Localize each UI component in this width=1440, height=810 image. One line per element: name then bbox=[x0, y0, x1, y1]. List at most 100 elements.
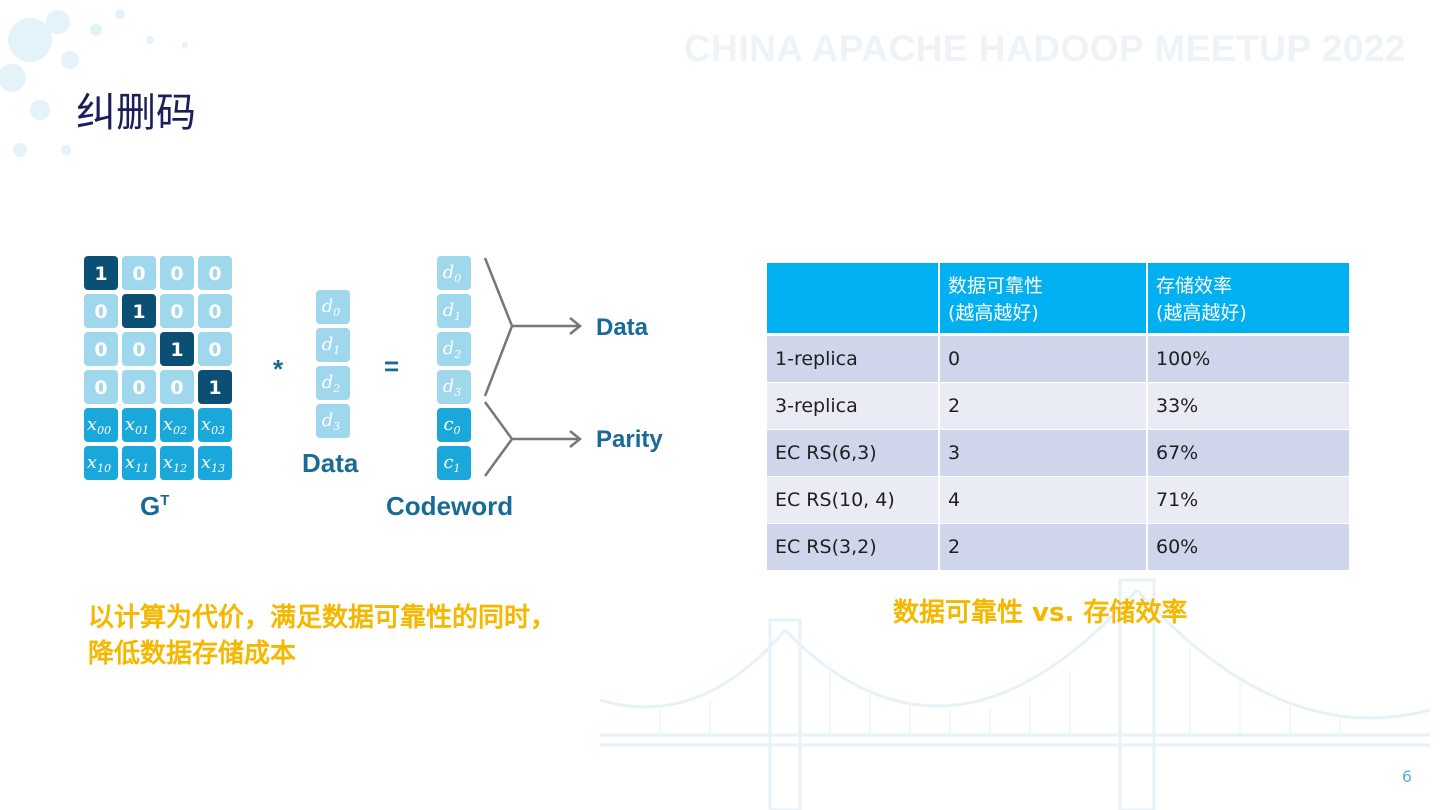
matrix-cell bbox=[84, 294, 118, 328]
codeword-value: c1 bbox=[443, 452, 460, 475]
header-line: 存储效率 bbox=[1156, 275, 1233, 297]
table-row: EC RS(3,2) 2 60% bbox=[767, 523, 1351, 571]
equals-sign: = bbox=[384, 351, 399, 381]
matrix-value: 1 bbox=[170, 339, 183, 361]
matrix-value: 0 bbox=[132, 339, 145, 361]
data-arrow-label: Data bbox=[596, 314, 649, 341]
data-arrow-head bbox=[569, 317, 583, 335]
summary-line: 降低数据存储成本 bbox=[88, 639, 297, 669]
header-line: 数据可靠性 bbox=[948, 275, 1044, 297]
data-value: d3 bbox=[322, 410, 341, 433]
summary-caption: 以计算为代价，满足数据可靠性的同时， 降低数据存储成本 bbox=[88, 600, 556, 672]
parity-bracket bbox=[483, 401, 514, 477]
table-cell: 71% bbox=[1147, 476, 1351, 524]
data-bracket bbox=[483, 257, 514, 397]
matrix-cell bbox=[84, 256, 118, 290]
codeword-parity-cell bbox=[437, 446, 471, 480]
matrix-parity-value: x12 bbox=[163, 452, 187, 475]
data-value: d0 bbox=[322, 296, 341, 319]
matrix-parity-value: x10 bbox=[87, 452, 111, 475]
codeword-data-cell bbox=[437, 370, 471, 404]
matrix-value: 0 bbox=[208, 301, 221, 323]
table-caption: 数据可靠性 vs. 存储效率 bbox=[893, 598, 1188, 628]
table-header-cell: 存储效率 (越高越好) bbox=[1147, 263, 1351, 336]
matrix-value: 0 bbox=[132, 263, 145, 285]
table-row: EC RS(10, 4) 4 71% bbox=[767, 476, 1351, 524]
table-header-cell: 数据可靠性 (越高越好) bbox=[939, 263, 1148, 336]
matrix-parity-cell bbox=[198, 408, 232, 442]
matrix-cell bbox=[198, 294, 232, 328]
matrix-parity-cell bbox=[84, 446, 118, 480]
matrix-cell bbox=[160, 332, 194, 366]
matrix-cell bbox=[160, 294, 194, 328]
slide-title: 纠删码 bbox=[76, 90, 196, 136]
codeword-data-cell bbox=[437, 256, 471, 290]
matrix-value: 0 bbox=[170, 263, 183, 285]
table-cell: 2 bbox=[939, 523, 1148, 571]
data-value: d1 bbox=[322, 334, 341, 357]
data-cell bbox=[316, 366, 350, 400]
matrix-cell bbox=[198, 332, 232, 366]
codeword-value: d3 bbox=[443, 376, 462, 399]
matrix-value: 0 bbox=[170, 377, 183, 399]
codeword-value: d2 bbox=[443, 338, 462, 361]
data-cell bbox=[316, 404, 350, 438]
table-cell: 3-replica bbox=[767, 382, 940, 430]
comparison-table: 数据可靠性 (越高越好) 存储效率 (越高越好) 1-replica 0 100… bbox=[767, 263, 1351, 571]
table-cell: 4 bbox=[939, 476, 1148, 524]
matrix-parity-cell bbox=[122, 408, 156, 442]
matrix-cell bbox=[198, 370, 232, 404]
codeword-data-cell bbox=[437, 332, 471, 366]
matrix-value: 0 bbox=[132, 377, 145, 399]
codeword-value: d0 bbox=[443, 262, 462, 285]
parity-arrow-head bbox=[569, 430, 583, 448]
table-row: 1-replica 0 100% bbox=[767, 334, 1351, 383]
event-watermark: CHINA APACHE HADOOP MEETUP 2022 bbox=[683, 28, 1406, 69]
matrix-parity-value: x01 bbox=[125, 414, 149, 437]
matrix-cell bbox=[122, 332, 156, 366]
matrix-value: 1 bbox=[208, 377, 221, 399]
data-value: d2 bbox=[322, 372, 341, 395]
table-cell: 0 bbox=[939, 334, 1148, 383]
table-header-row: 数据可靠性 (越高越好) 存储效率 (越高越好) bbox=[767, 263, 1351, 336]
table-cell: EC RS(10, 4) bbox=[767, 476, 940, 524]
matrix-cell bbox=[122, 256, 156, 290]
splash-decoration bbox=[0, 9, 188, 157]
table-cell: 67% bbox=[1147, 429, 1351, 477]
matrix-parity-cell bbox=[160, 446, 194, 480]
matrix-parity-value: x00 bbox=[87, 414, 111, 437]
table-row: EC RS(6,3) 3 67% bbox=[767, 429, 1351, 477]
matrix-cell bbox=[198, 256, 232, 290]
table-row: 3-replica 2 33% bbox=[767, 382, 1351, 430]
table-cell: EC RS(6,3) bbox=[767, 429, 940, 477]
matrix-value: 0 bbox=[208, 339, 221, 361]
data-cell bbox=[316, 290, 350, 324]
matrix-value: 0 bbox=[94, 339, 107, 361]
codeword-data-cell bbox=[437, 294, 471, 328]
page-number: 6 bbox=[1401, 767, 1412, 786]
table-cell: 1-replica bbox=[767, 334, 940, 383]
matrix-cell bbox=[122, 370, 156, 404]
table-cell: 60% bbox=[1147, 523, 1351, 571]
data-cell bbox=[316, 328, 350, 362]
matrix-parity-value: x13 bbox=[201, 452, 225, 475]
matrix-parity-cell bbox=[122, 446, 156, 480]
table-cell: 33% bbox=[1147, 382, 1351, 430]
codeword-value: c0 bbox=[443, 414, 460, 437]
codeword-label: Codeword bbox=[386, 491, 513, 521]
matrix-parity-cell bbox=[84, 408, 118, 442]
matrix-value: 1 bbox=[132, 301, 145, 323]
matrix-parity-cell bbox=[160, 408, 194, 442]
data-vector-label: Data bbox=[302, 448, 359, 478]
table-cell: 100% bbox=[1147, 334, 1351, 383]
matrix-cell bbox=[84, 332, 118, 366]
matrix-cell bbox=[160, 256, 194, 290]
matrix-value: 0 bbox=[94, 377, 107, 399]
table-cell: EC RS(3,2) bbox=[767, 523, 940, 571]
matrix-cell bbox=[160, 370, 194, 404]
matrix-parity-value: x11 bbox=[125, 452, 149, 475]
matrix-value: 0 bbox=[208, 263, 221, 285]
table-cell: 3 bbox=[939, 429, 1148, 477]
